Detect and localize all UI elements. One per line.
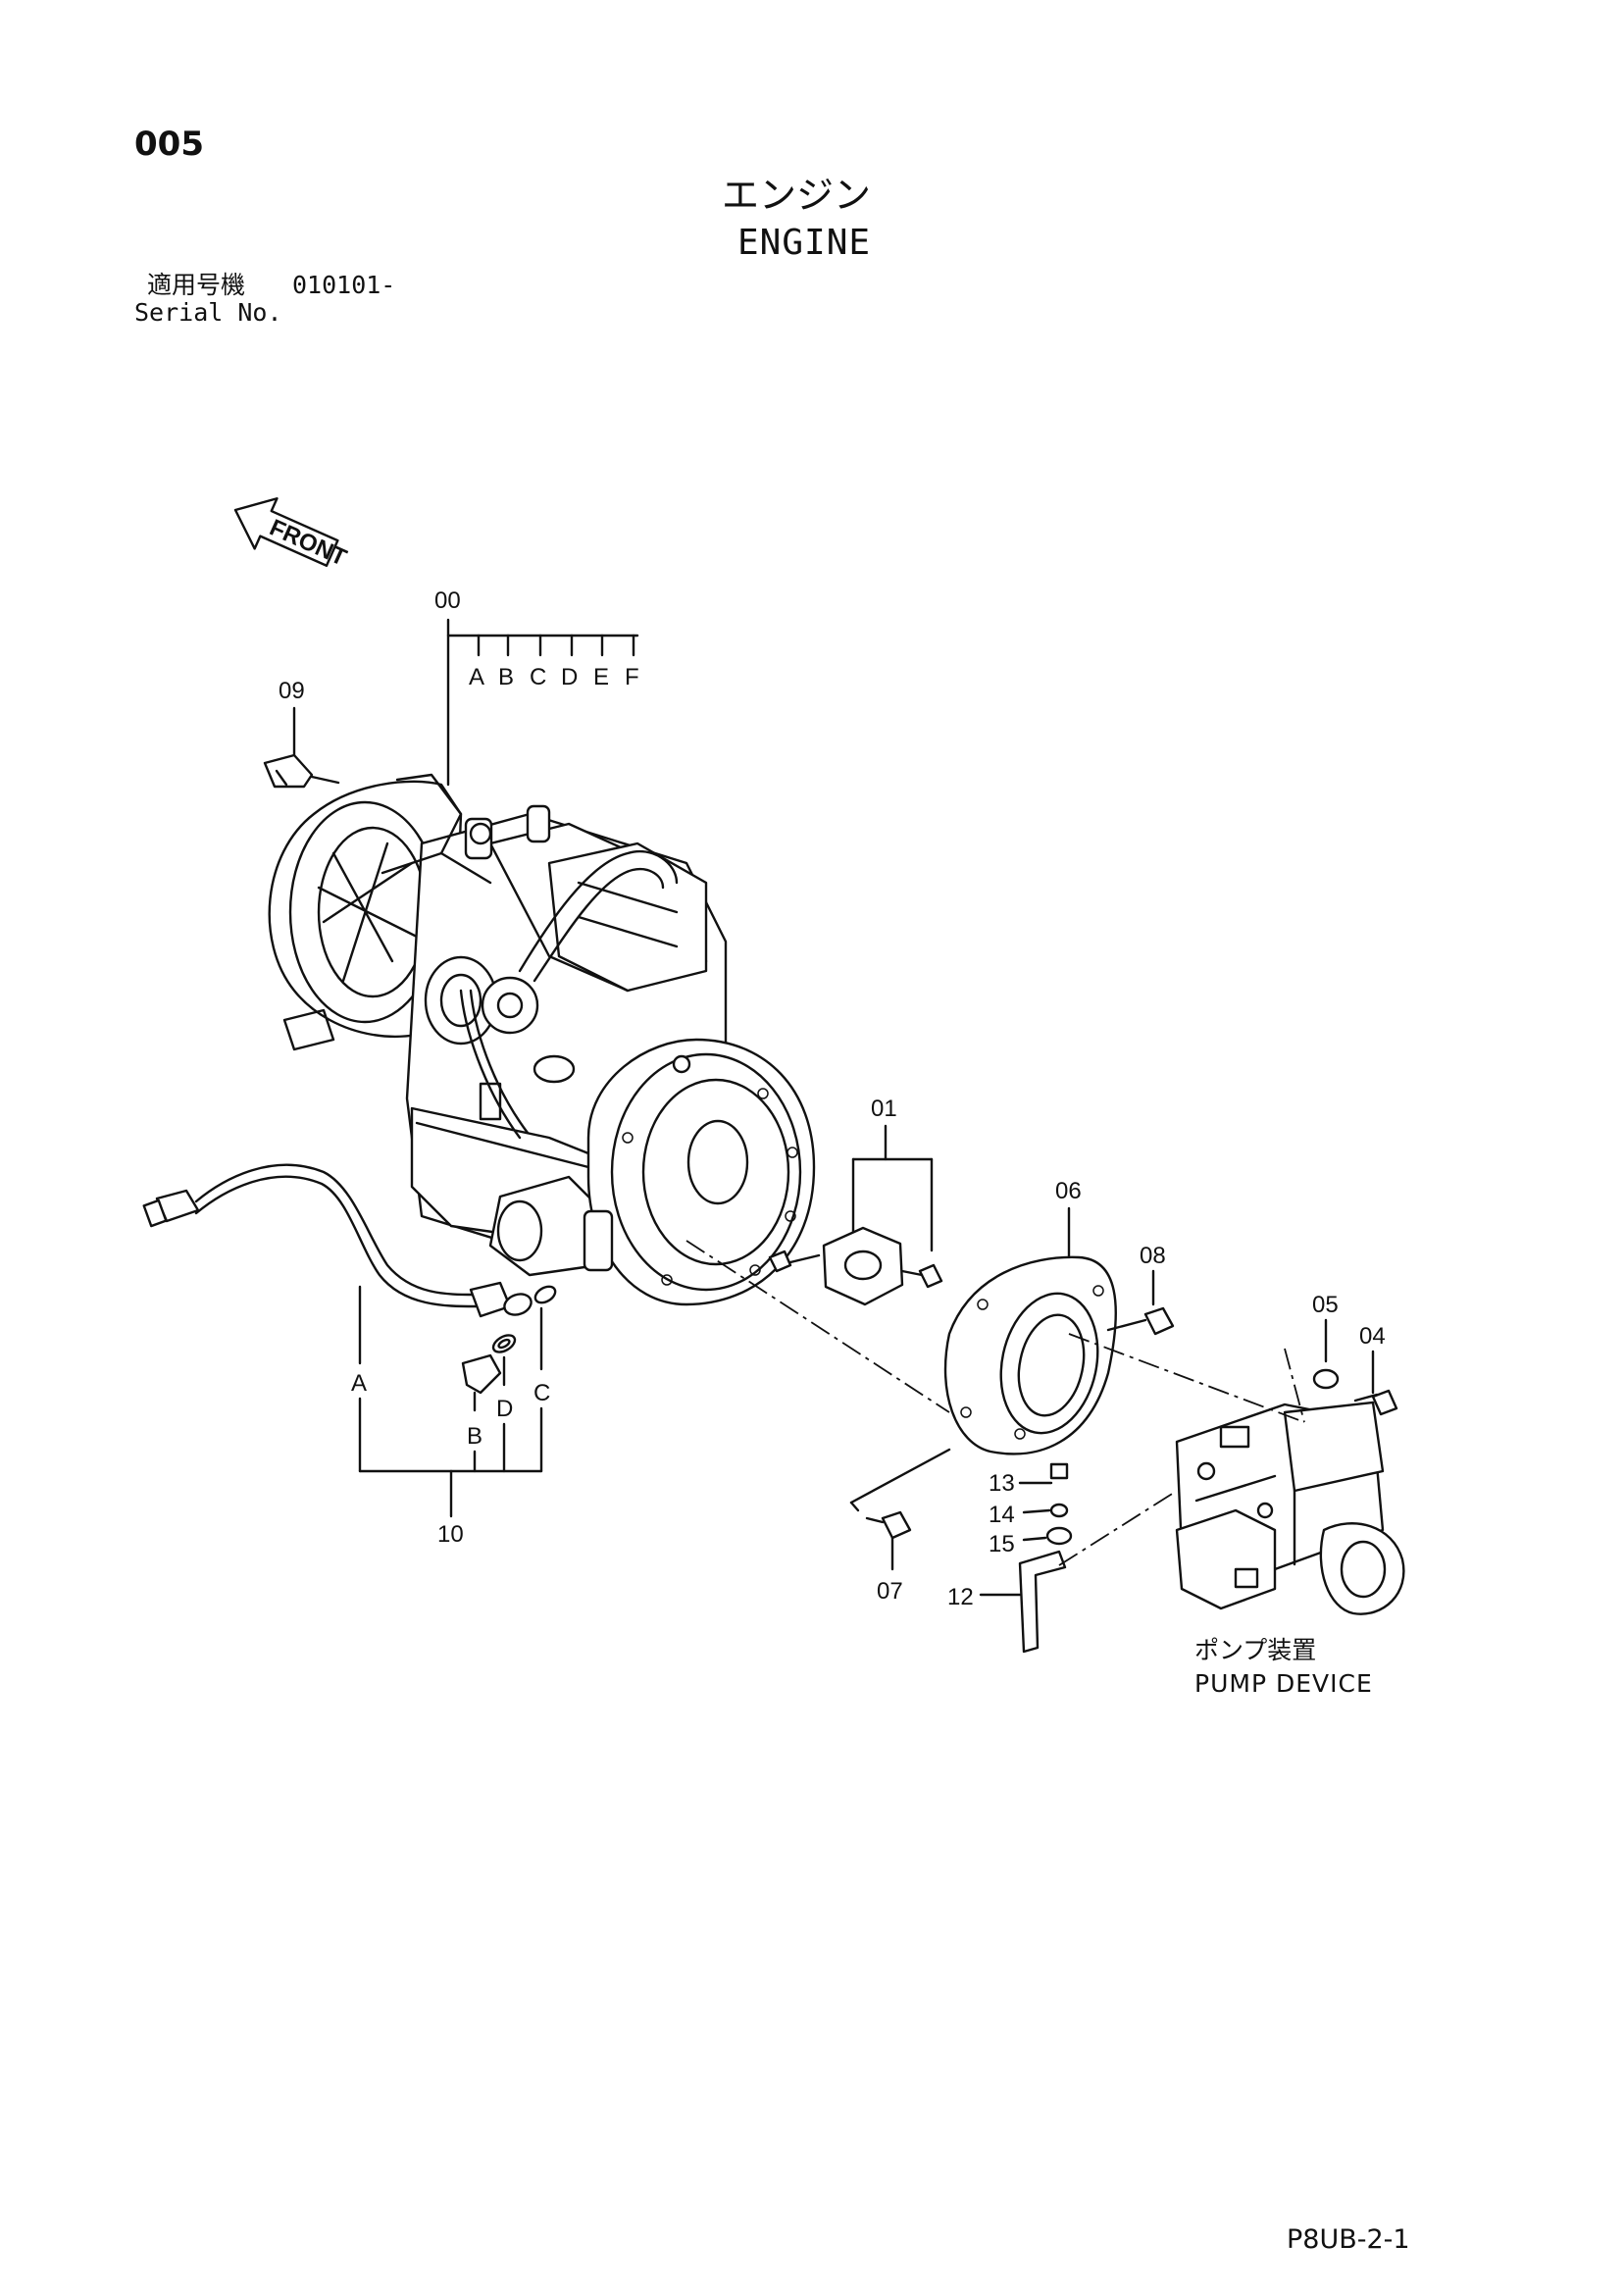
callout-10-c: C [533,1380,550,1406]
part-01-coupling [768,1124,943,1306]
part-04-bolt [1353,1350,1398,1416]
callout-06: 06 [1055,1178,1082,1204]
callout-04: 04 [1359,1323,1386,1350]
callout-09: 09 [279,678,305,704]
callout-00-e: E [593,664,609,690]
callout-10-d: D [496,1396,513,1422]
callout-12: 12 [947,1584,974,1610]
part-12-bracket [979,1490,1178,1654]
part-07-bolt [849,1448,951,1571]
part-06-housing-plate [943,1206,1117,1455]
pump-device [1175,1401,1405,1615]
part-08-bolt [1106,1269,1175,1336]
centerline-plate-pump [1068,1333,1305,1423]
serial-label-jp: 適用号機 [147,271,246,299]
callout-08: 08 [1140,1243,1166,1269]
centerline-washer [1284,1348,1305,1423]
sheet-code: P8UB-2-1 [1287,2224,1410,2255]
callout-10-a: A [351,1370,367,1397]
page-title-en: ENGINE [737,223,872,263]
part-09-sensor [263,706,340,789]
page-title-jp: エンジン [722,174,872,217]
page-number: 005 [134,125,204,164]
part-10-hose-assembly [142,1163,557,1518]
callout-00-c: C [530,664,546,690]
callout-00-d: D [561,664,578,690]
centerline-engine-plate [685,1240,950,1413]
callout-00-a: A [469,664,484,690]
callout-14: 14 [989,1502,1015,1528]
serial-range: 010101- [292,271,396,299]
part-05-washer [1312,1318,1340,1390]
callout-01: 01 [871,1096,897,1122]
callout-07: 07 [877,1578,903,1605]
callout-10-b: B [467,1423,482,1450]
callout-15: 15 [989,1531,1015,1557]
callout-00-b: B [498,664,514,690]
callout-13: 13 [989,1470,1015,1497]
callout-00: 00 [434,587,461,614]
callout-00-f: F [625,664,639,690]
pump-label-jp: ポンプ装置 [1194,1636,1317,1664]
front-label: FRONT [266,514,351,571]
callout-10: 10 [437,1521,464,1548]
callout-05: 05 [1312,1292,1339,1318]
serial-label-en: Serial No. [134,298,282,327]
engine-body [268,773,816,1306]
parts-13-15-fasteners [1018,1462,1073,1546]
front-arrow-icon: FRONT [233,497,351,572]
engine-callout-group [446,618,639,787]
pump-label-en: PUMP DEVICE [1194,1669,1373,1698]
